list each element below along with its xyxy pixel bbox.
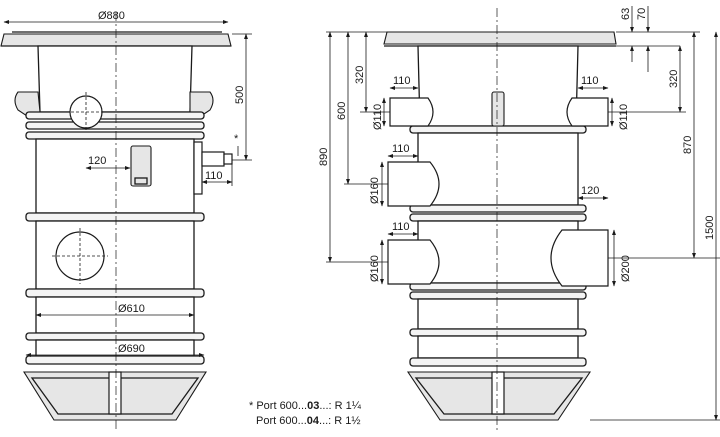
dim-w110c: 110 bbox=[392, 143, 410, 155]
dim-h320a: 320 bbox=[354, 66, 366, 84]
dim-w120: 120 bbox=[581, 185, 599, 197]
dim-d880: Ø880 bbox=[98, 10, 125, 22]
right-lid bbox=[383, 31, 617, 45]
port-notes: * Port 600...03...: R 1¼ Port 600...04..… bbox=[249, 400, 362, 427]
dim-d690: Ø690 bbox=[118, 343, 145, 355]
left-upper-neck bbox=[37, 45, 193, 113]
dim-h870: 870 bbox=[682, 136, 694, 154]
dim-d160b: Ø160 bbox=[369, 255, 381, 282]
dim-h320b: 320 bbox=[668, 70, 680, 88]
left-side-port bbox=[193, 141, 203, 195]
left-slot bbox=[130, 145, 152, 187]
dim-w110a: 110 bbox=[393, 75, 411, 87]
dim-h600: 600 bbox=[336, 102, 348, 120]
right-view: 63 70 320 870 1500 320 600 bbox=[318, 6, 720, 432]
left-dimensions: Ø880 500 * 120 110 Ø610 Ø690 bbox=[3, 10, 252, 357]
right-dimensions: 63 70 320 870 1500 320 600 bbox=[318, 6, 720, 421]
left-view: Ø880 500 * 120 110 Ø610 Ø690 bbox=[0, 10, 252, 432]
right-pipes bbox=[387, 97, 609, 287]
dim-h63: 63 bbox=[620, 8, 632, 20]
dim-w120: 120 bbox=[88, 155, 106, 167]
dim-star: * bbox=[234, 133, 239, 145]
dim-h1500: 1500 bbox=[704, 216, 716, 240]
dim-d610: Ø610 bbox=[118, 303, 145, 315]
dim-d110a: Ø110 bbox=[372, 104, 384, 130]
note-line-2: Port 600...04...: R 1½ bbox=[256, 415, 361, 427]
dim-d200: Ø200 bbox=[620, 255, 632, 282]
dim-w110: 110 bbox=[205, 170, 223, 182]
dim-h500: 500 bbox=[234, 86, 246, 104]
note-line-1: * Port 600...03...: R 1¼ bbox=[249, 400, 362, 412]
dim-d160a: Ø160 bbox=[369, 177, 381, 204]
dim-h890: 890 bbox=[318, 148, 330, 166]
dim-d110b: Ø110 bbox=[618, 104, 630, 130]
dim-w110b: 110 bbox=[581, 75, 599, 87]
dim-h70: 70 bbox=[636, 8, 648, 20]
left-main-body bbox=[35, 138, 195, 214]
right-slot bbox=[491, 91, 505, 127]
left-ribs bbox=[25, 111, 205, 140]
dim-w110d: 110 bbox=[392, 221, 410, 233]
